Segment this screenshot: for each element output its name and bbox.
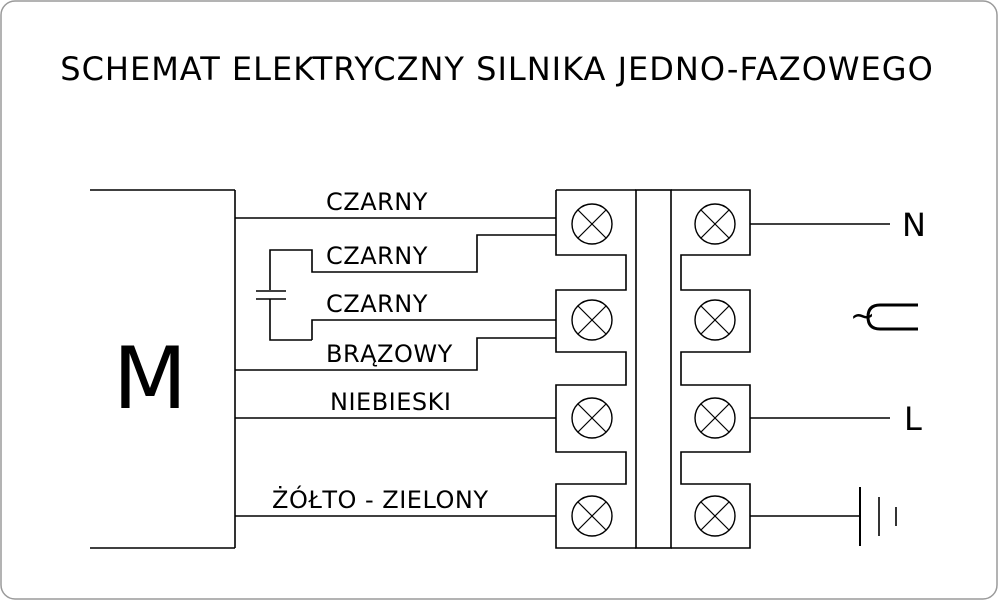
wire-czarny-3: CZARNY <box>311 290 556 340</box>
capacitor-symbol <box>256 290 312 341</box>
terminal-column-left <box>555 189 636 549</box>
wire-czarny-2: CZARNY <box>269 234 556 290</box>
terminal-screw-left-3 <box>571 397 613 439</box>
line-label: L <box>904 400 922 438</box>
wire-zolto-zielony: ŻÓŁTO - ZIELONY <box>235 484 556 517</box>
svg-text:~: ~ <box>850 299 875 334</box>
terminal-screw-right-2 <box>694 299 736 341</box>
terminal-screw-right-3 <box>694 397 736 439</box>
wire-brazowy: BRĄZOWY <box>235 337 556 371</box>
terminal-screw-right-1 <box>694 203 736 245</box>
terminal-screw-left-2 <box>571 299 613 341</box>
ac-supply-symbol: ~ <box>850 299 918 334</box>
wire-label-4: BRĄZOWY <box>326 340 453 368</box>
output-line: L <box>750 400 922 438</box>
wire-label-3: CZARNY <box>326 290 428 318</box>
wire-label-6: ŻÓŁTO - ZIELONY <box>272 484 489 514</box>
wire-label-1: CZARNY <box>326 188 428 216</box>
terminal-screw-left-1 <box>571 203 613 245</box>
motor-block: M <box>90 189 236 549</box>
ground-symbol <box>750 487 897 546</box>
motor-label: M <box>113 329 187 429</box>
terminal-screw-right-4 <box>694 495 736 537</box>
wire-label-5: NIEBIESKI <box>330 388 451 416</box>
wire-niebieski: NIEBIESKI <box>235 388 556 419</box>
wire-label-2: CZARNY <box>326 242 428 270</box>
neutral-label: N <box>902 206 926 244</box>
output-neutral: N <box>750 206 926 244</box>
diagram-title: SCHEMAT ELEKTRYCZNY SILNIKA JEDNO-FAZOWE… <box>60 50 934 88</box>
terminal-strip-bar <box>635 189 672 549</box>
terminal-screw-left-4 <box>571 495 613 537</box>
terminal-column-right <box>671 189 751 549</box>
wire-czarny-1: CZARNY <box>235 188 556 219</box>
